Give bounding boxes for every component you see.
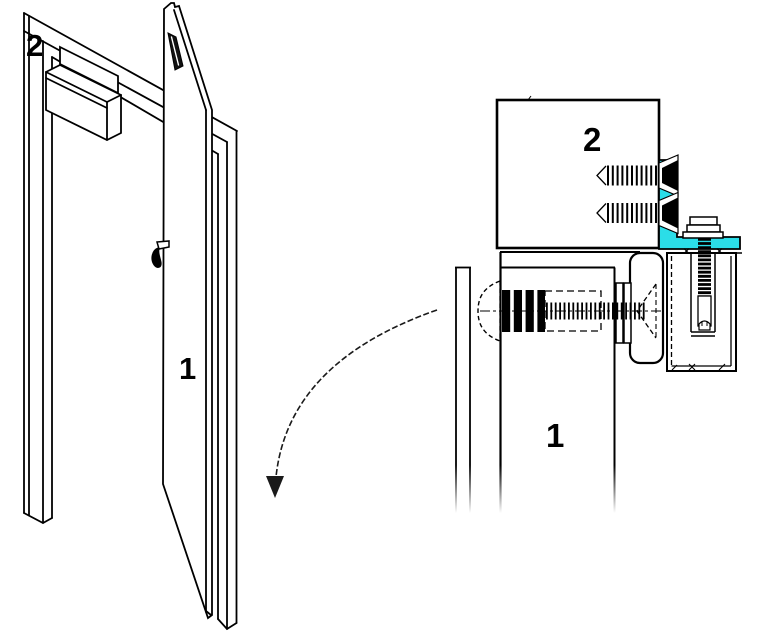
detail-door-label: 1 [546, 417, 564, 454]
door-frame-right-jamb [217, 130, 238, 631]
curved-detail-callout-arrow [266, 309, 438, 498]
overview-frame-label: 2 [26, 28, 43, 63]
spacer-washers [615, 282, 632, 344]
magnetic-lock-body [45, 45, 122, 142]
overview-door-label: 1 [179, 351, 196, 386]
detail-frame-label: 2 [583, 121, 601, 158]
door-leaf [162, 2, 213, 620]
line-fade-overlay [448, 465, 648, 545]
section-marks [671, 248, 726, 371]
detail-drawing: 2 1 [448, 95, 742, 545]
strike-plate [167, 32, 184, 71]
detail-frame-profile [495, 95, 661, 253]
fixing-screw-top [596, 154, 679, 197]
fixing-screw-bottom [596, 191, 679, 235]
vertical-bolt [682, 216, 724, 331]
door-handle [151, 240, 170, 268]
overview-drawing: 2 1 [23, 2, 238, 631]
door-frame-left-jamb [23, 12, 53, 525]
